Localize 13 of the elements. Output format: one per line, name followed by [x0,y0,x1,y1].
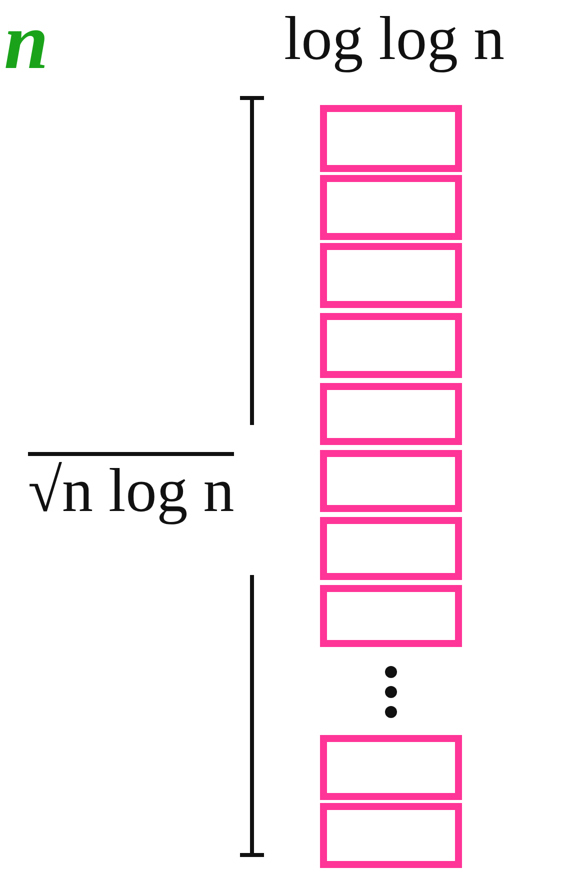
array-cell [320,450,462,512]
array-cell [320,735,462,800]
array-cell [320,383,462,445]
variable-label: n [4,2,48,82]
array-cell [320,517,462,580]
array-cell [320,803,462,868]
array-cell [320,585,462,647]
array-cell [320,243,462,308]
array-cell [320,313,462,378]
array-cell [320,175,462,240]
dimension-label: log log n [284,8,504,70]
array-cell [320,105,462,172]
dimension-label: √n log n [28,452,234,522]
